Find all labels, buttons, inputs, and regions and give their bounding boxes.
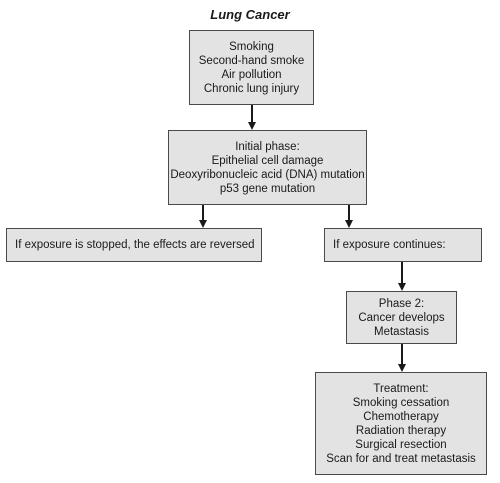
exposure-continues-box: If exposure continues: bbox=[324, 228, 482, 262]
treatment-box: Treatment: Smoking cessation Chemotherap… bbox=[315, 372, 487, 475]
phase-2-item: Cancer develops bbox=[358, 311, 445, 324]
cause-item: Second-hand smoke bbox=[198, 54, 305, 67]
treatment-item: Chemotherapy bbox=[363, 410, 439, 423]
treatment-item: Scan for and treat metastasis bbox=[326, 452, 476, 465]
initial-phase-item: p53 gene mutation bbox=[219, 182, 316, 195]
treatment-item: Smoking cessation bbox=[352, 396, 450, 409]
treatment-heading: Treatment: bbox=[373, 382, 429, 395]
cause-item: Chronic lung injury bbox=[203, 82, 300, 95]
phase-2-heading: Phase 2: bbox=[378, 297, 425, 310]
causes-box: Smoking Second-hand smoke Air pollution … bbox=[189, 30, 314, 105]
exposure-stopped-box: If exposure is stopped, the effects are … bbox=[6, 228, 262, 262]
cause-item: Air pollution bbox=[221, 68, 282, 81]
phase-2-box: Phase 2: Cancer develops Metastasis bbox=[346, 291, 457, 344]
initial-phase-box: Initial phase: Epithelial cell damage De… bbox=[168, 130, 367, 205]
initial-phase-item: Epithelial cell damage bbox=[211, 154, 324, 167]
treatment-item: Surgical resection bbox=[355, 438, 447, 451]
exposure-continues-text: If exposure continues: bbox=[333, 239, 446, 251]
initial-phase-heading: Initial phase: bbox=[235, 140, 300, 153]
diagram-title: Lung Cancer bbox=[210, 7, 290, 22]
initial-phase-item: Deoxyribonucleic acid (DNA) mutation bbox=[170, 168, 365, 181]
exposure-stopped-text: If exposure is stopped, the effects are … bbox=[15, 239, 255, 251]
cause-item: Smoking bbox=[229, 40, 274, 53]
phase-2-item: Metastasis bbox=[374, 325, 429, 338]
treatment-item: Radiation therapy bbox=[355, 424, 447, 437]
